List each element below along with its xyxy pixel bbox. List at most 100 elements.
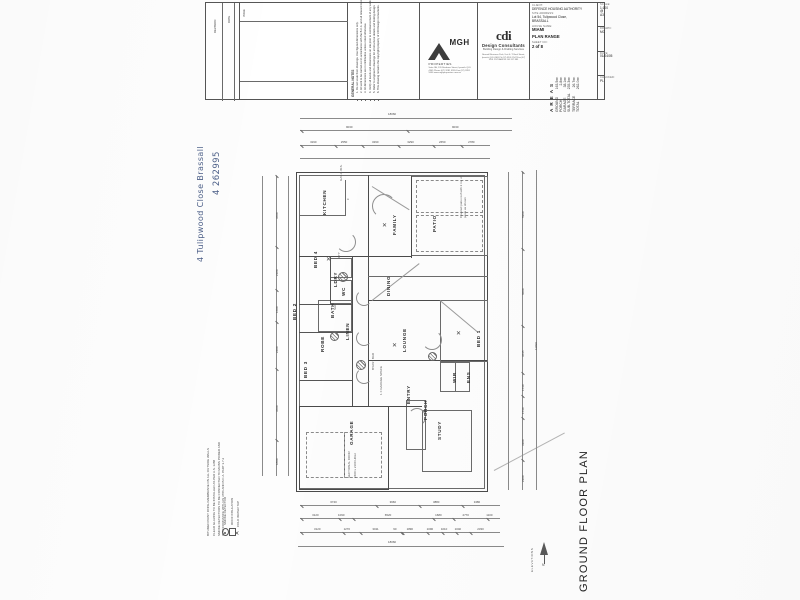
north-point: N ELEVATIONS xyxy=(528,538,568,578)
dimension-value: 2400 xyxy=(275,346,279,353)
revision-strip: REVISION DATE xyxy=(206,3,240,101)
kitchen-bench-return xyxy=(345,180,346,216)
legend-row: ✕ COLD WATER TAP xyxy=(235,452,242,536)
dimension-value: 1040 xyxy=(454,527,462,531)
room-label: GARAGE xyxy=(349,420,354,445)
title-field: HOUSE NAME:MIAMI xyxy=(532,24,596,34)
site-boundary-line xyxy=(493,432,565,471)
title-field-label: CLIENT: xyxy=(532,4,544,7)
room-label: ENS xyxy=(466,371,471,383)
door-swing-hall-a xyxy=(356,290,372,306)
garage-outline xyxy=(299,406,389,490)
dim-line-top-overall xyxy=(300,118,512,119)
wall-lounge-south xyxy=(368,360,488,362)
title-field-label: SITE ADDRESS: xyxy=(532,12,555,16)
smoke-detector-icon xyxy=(222,528,229,536)
title-field-label: HOUSE NAME: xyxy=(532,24,553,28)
sheet-meta-label: SCALE: xyxy=(600,3,611,6)
date-label: DATE xyxy=(227,15,231,23)
dim-line-top-4 xyxy=(300,158,490,159)
dimension-value: 1090 xyxy=(338,513,345,517)
areas-row-name: SUB-TOTAL xyxy=(567,93,572,112)
dimension-value: 1730 xyxy=(521,384,525,392)
consultant-logo: cdi Design Consultants Building Design &… xyxy=(478,3,530,99)
title-field: CLIENT:DEFENCE HOUSING AUTHORITY xyxy=(532,4,596,11)
dim-line-right-2 xyxy=(522,172,523,490)
wall-dining-north xyxy=(368,276,488,277)
cold-water-tap-icon: ✕ xyxy=(235,530,241,536)
patio-roof-dash-b xyxy=(416,215,483,252)
room-label: STUDY xyxy=(437,420,442,440)
revision-table: ISSUE xyxy=(240,3,348,99)
dimension-value: 2180 xyxy=(275,269,279,276)
dimension-value: 1100 xyxy=(486,513,493,517)
plan-note: Covered patio roof with 2 no. of posts a… xyxy=(459,176,467,218)
room-label: BED 2 xyxy=(292,302,297,320)
room-label: WC xyxy=(341,286,346,296)
builder-address: Suite 3A, 120 Brisbane Street, Ipswich Q… xyxy=(428,67,471,75)
consultant-tagline: Building Design & Drafting Services xyxy=(483,48,524,52)
door-swing-bed1 xyxy=(422,330,442,350)
dimension-value: 1730 xyxy=(521,407,525,414)
dim-line-right-overall xyxy=(536,170,537,490)
room-label: LDRY xyxy=(333,271,338,287)
sheet-meta-label: CHECKED: xyxy=(600,75,616,79)
smoke-detector-bath xyxy=(330,332,339,341)
drawing-note: CLEAR GLAZING TO BE INSTALLED AS PER A.S… xyxy=(211,459,216,536)
dim-line-top-3 xyxy=(300,145,490,146)
room-label: LINEN xyxy=(345,322,350,340)
room-label: LOUNGE xyxy=(402,328,407,352)
wall-kitchen-south xyxy=(299,256,411,258)
plan-note: SECTIONAL DOOR xyxy=(347,451,351,478)
bed1-outline xyxy=(440,300,488,362)
wall-entry-north xyxy=(368,406,422,408)
patio-roof-dash-a xyxy=(416,180,483,213)
dimension-value: 3960 xyxy=(389,500,396,504)
builder-sub: PROPERTIES xyxy=(428,62,452,66)
plan-note: PTY xyxy=(337,252,341,258)
dimension-value: 3300 xyxy=(521,439,525,447)
plan-note: 1 X GARAGE SPACE xyxy=(379,366,383,395)
room-label: ROBE xyxy=(320,335,325,352)
room-label: BED 3 xyxy=(303,360,308,378)
sheet-meta-label: DATE: xyxy=(600,51,609,55)
dimension-value: 6520 xyxy=(384,513,392,517)
north-caption: ELEVATIONS xyxy=(530,547,534,572)
consultant-address: Brassall Business Park, Unit 4 / 2 Beck … xyxy=(481,54,526,62)
title-field-label: SHEET NO: xyxy=(532,40,548,44)
door-swing-entry xyxy=(408,408,426,426)
dimension-value: 3120 xyxy=(312,513,319,517)
wir-outline xyxy=(440,362,456,392)
plan-note: GAS H.W.S. xyxy=(339,164,343,181)
wall-family-east xyxy=(411,176,413,258)
legend-label: COLD WATER TAP xyxy=(236,500,241,527)
dim-line-top-2 xyxy=(300,130,512,131)
room-label: DINING xyxy=(386,275,391,296)
sheet-meta-value: 01/04/05 xyxy=(600,54,613,59)
garage-bay-divider xyxy=(344,432,345,478)
dim-line-bot-1 xyxy=(300,505,500,506)
sheet-title: GROUND FLOOR PLAN xyxy=(578,449,590,592)
plan-note: SHR xyxy=(333,303,337,310)
wall-kitchen-bench xyxy=(299,215,345,216)
handwritten-reference: 4 262995 xyxy=(212,151,222,195)
title-field-value: 2 of 8 xyxy=(532,43,543,49)
dimension-value: 9030 xyxy=(452,125,459,129)
dim-line-right-3 xyxy=(508,172,509,490)
dimension-value: 1270 xyxy=(343,527,350,531)
general-notes: GENERAL NOTES 1. Do not scale from drawi… xyxy=(348,0,420,99)
title-field-value: PLAN RANGE xyxy=(532,34,560,40)
smoke-detector-lounge xyxy=(356,360,366,370)
bath-outline xyxy=(318,300,352,332)
wall-bed3-north xyxy=(299,380,352,382)
dimension-value: 6740 xyxy=(330,500,337,504)
north-letter: N xyxy=(542,563,545,567)
title-block: REVISION DATE ISSUE GENERAL NOTES 1. Do … xyxy=(205,0,616,101)
drawing-note: BITUMEN PAINT FINISH MEMBRANE ON ALL OUT… xyxy=(206,447,210,536)
wall-bath-south xyxy=(299,332,352,334)
dimension-value: 2300 xyxy=(521,475,525,483)
sheet-meta-value: MC xyxy=(600,30,605,35)
